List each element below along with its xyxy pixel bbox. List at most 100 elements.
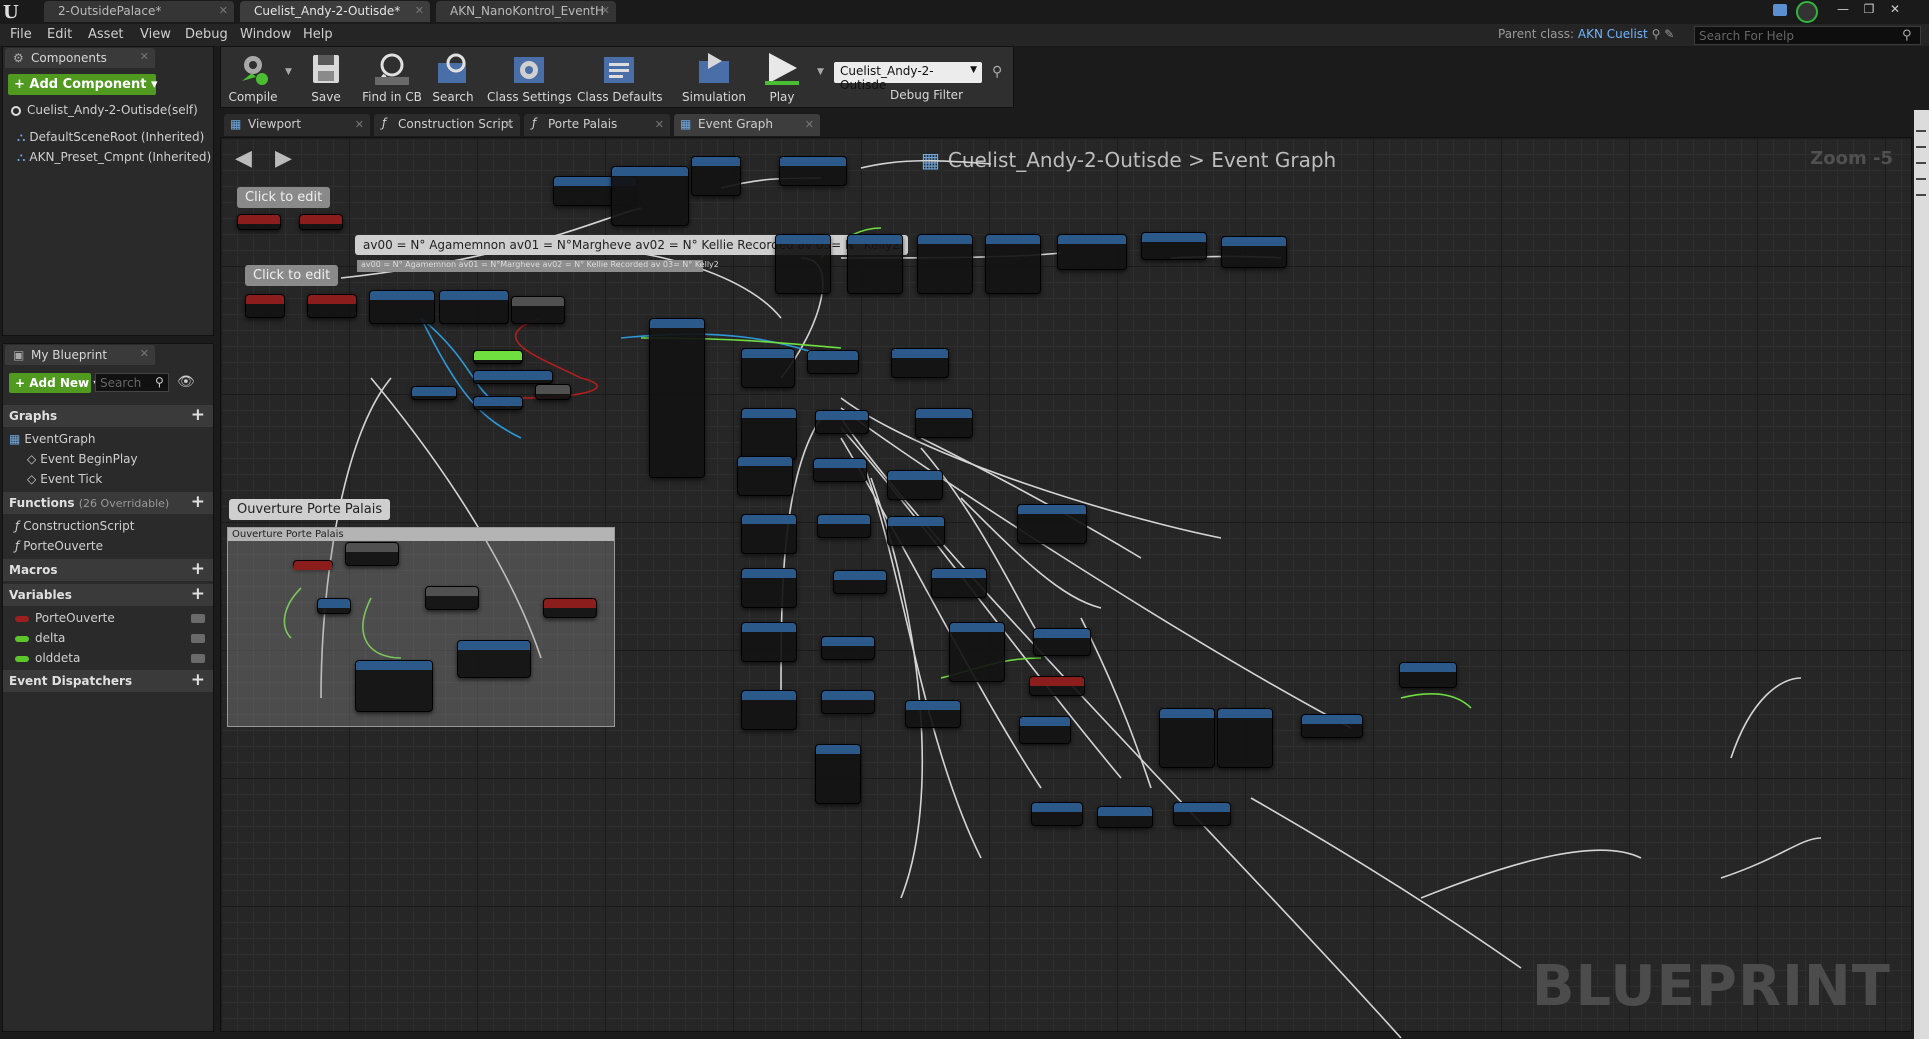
visibility-icon[interactable]	[191, 634, 205, 643]
add-graph-icon[interactable]: +	[190, 405, 205, 425]
blueprint-node[interactable]	[815, 410, 869, 434]
menu-window[interactable]: Window	[240, 27, 292, 42]
blueprint-node[interactable]	[949, 622, 1005, 682]
blueprint-node[interactable]	[1399, 662, 1457, 688]
blueprint-node[interactable]	[535, 384, 571, 400]
tab-my-blueprint[interactable]: My Blueprint ▣ ✕	[5, 345, 155, 365]
blueprint-node[interactable]	[887, 516, 945, 546]
class-settings-button[interactable]: Class Settings	[487, 51, 572, 104]
tab-viewport[interactable]: ▦Viewport✕	[224, 114, 370, 136]
blueprint-node[interactable]	[833, 570, 887, 594]
comment-click-to-edit-1[interactable]: Click to edit	[237, 187, 331, 208]
notification-icon[interactable]	[1773, 4, 1787, 16]
graphs-section[interactable]: Graphs+	[3, 405, 213, 427]
menu-debug[interactable]: Debug	[185, 27, 228, 42]
compile-button[interactable]: Compile	[225, 51, 281, 104]
visibility-icon[interactable]	[191, 614, 205, 623]
source-control-icon[interactable]	[1796, 1, 1818, 23]
blueprint-node[interactable]	[345, 542, 399, 566]
close-icon[interactable]: ✕	[218, 4, 228, 17]
blueprint-node[interactable]	[473, 396, 523, 410]
blueprint-node[interactable]	[1017, 504, 1087, 544]
blueprint-node[interactable]	[775, 234, 831, 294]
blueprint-node[interactable]	[1031, 802, 1083, 826]
blueprint-node[interactable]	[741, 348, 795, 388]
blueprint-node[interactable]	[1159, 708, 1215, 768]
add-variable-icon[interactable]: +	[190, 584, 205, 604]
add-new-button[interactable]: + Add New ▾	[9, 373, 99, 393]
blueprint-node[interactable]	[473, 350, 523, 364]
compile-options-chevron-icon[interactable]: ▼	[285, 67, 292, 77]
blueprint-node[interactable]	[1019, 716, 1071, 744]
menu-asset[interactable]: Asset	[88, 27, 124, 42]
variable-delta[interactable]: delta	[15, 631, 211, 645]
component-default-scene-root[interactable]: ⛬DefaultSceneRoot (Inherited)	[17, 130, 204, 145]
blueprint-node[interactable]	[821, 690, 875, 714]
add-dispatcher-icon[interactable]: +	[190, 670, 205, 690]
component-self[interactable]: Cuelist_Andy-2-Outisde(self)	[11, 103, 198, 117]
search-icon[interactable]: ⚲	[1902, 28, 1912, 43]
close-icon[interactable]: ✕	[139, 50, 149, 63]
breadcrumb-blueprint[interactable]: Cuelist_Andy-2-Outisde	[947, 148, 1182, 172]
help-search-input[interactable]: Search For Help	[1694, 26, 1921, 45]
blueprint-node[interactable]	[847, 234, 903, 294]
blueprint-node[interactable]	[887, 470, 943, 500]
close-icon[interactable]: ✕	[654, 118, 664, 131]
close-icon[interactable]: ✕	[414, 4, 424, 17]
blueprint-node[interactable]	[779, 156, 847, 186]
blueprint-node[interactable]	[1029, 676, 1085, 696]
close-icon[interactable]: ✕	[504, 118, 514, 131]
add-macro-icon[interactable]: +	[190, 559, 205, 579]
doc-tab-outside-palace[interactable]: 2-OutsidePalace*✕	[44, 1, 234, 22]
blueprint-node[interactable]	[425, 586, 479, 610]
blueprint-node[interactable]	[543, 598, 597, 618]
blueprint-node[interactable]	[891, 348, 949, 378]
breadcrumb-graph[interactable]: Event Graph	[1211, 148, 1337, 172]
doc-tab-cuelist[interactable]: Cuelist_Andy-2-Outisde*✕	[240, 1, 430, 22]
search-icon[interactable]: ⚲	[155, 375, 164, 389]
simulation-button[interactable]: Simulation	[681, 51, 747, 104]
blueprint-node[interactable]	[293, 560, 333, 570]
blueprint-node[interactable]	[821, 636, 875, 660]
blueprint-node[interactable]	[649, 318, 705, 478]
blueprint-node[interactable]	[611, 166, 689, 226]
blueprint-node[interactable]	[741, 568, 797, 608]
blueprint-node[interactable]	[1033, 628, 1091, 656]
comment-av-mapping[interactable]: av00 = N° Agamemnon av01 = N°Margheve av…	[355, 235, 908, 255]
search-icon[interactable]: ⚲	[1651, 27, 1661, 41]
menu-view[interactable]: View	[140, 27, 171, 42]
forward-arrow-icon[interactable]: ▶	[275, 146, 292, 171]
blueprint-node[interactable]	[473, 370, 553, 384]
blueprint-node[interactable]	[439, 290, 509, 324]
blueprint-node[interactable]	[1141, 232, 1207, 260]
play-options-chevron-icon[interactable]: ▼	[817, 67, 824, 77]
blueprint-node[interactable]	[237, 214, 281, 230]
blueprint-node[interactable]	[1057, 234, 1127, 270]
restore-icon[interactable]: ❐	[1863, 2, 1875, 16]
blueprint-node[interactable]	[985, 234, 1041, 294]
blueprint-node[interactable]	[931, 568, 987, 598]
debug-filter-select[interactable]: Cuelist_Andy-2-Outisde▼	[834, 62, 982, 92]
close-icon[interactable]: ✕	[600, 4, 610, 17]
graph-event-tick[interactable]: ◇Event Tick	[27, 472, 102, 486]
blueprint-node[interactable]	[369, 290, 435, 324]
component-akn-preset[interactable]: ⛬AKN_Preset_Cmpnt (Inherited)	[17, 150, 211, 165]
find-in-cb-button[interactable]: Find in CB	[361, 51, 423, 104]
blueprint-node[interactable]	[411, 386, 457, 400]
visibility-icon[interactable]	[191, 654, 205, 663]
blueprint-node[interactable]	[741, 408, 797, 460]
doc-tab-nanokontrol[interactable]: AKN_NanoKontrol_EventH✕	[436, 1, 616, 22]
blueprint-node[interactable]	[511, 296, 565, 324]
blueprint-node[interactable]	[737, 456, 793, 496]
blueprint-node[interactable]	[917, 234, 973, 294]
add-function-icon[interactable]: +	[190, 492, 205, 512]
blueprint-node[interactable]	[813, 458, 867, 482]
blueprint-node[interactable]	[299, 214, 343, 230]
blueprint-node[interactable]	[807, 350, 859, 374]
close-icon[interactable]: ✕	[354, 118, 364, 131]
blueprint-node[interactable]	[307, 294, 357, 318]
macros-section[interactable]: Macros+	[3, 559, 213, 581]
blueprint-node[interactable]	[741, 690, 797, 730]
